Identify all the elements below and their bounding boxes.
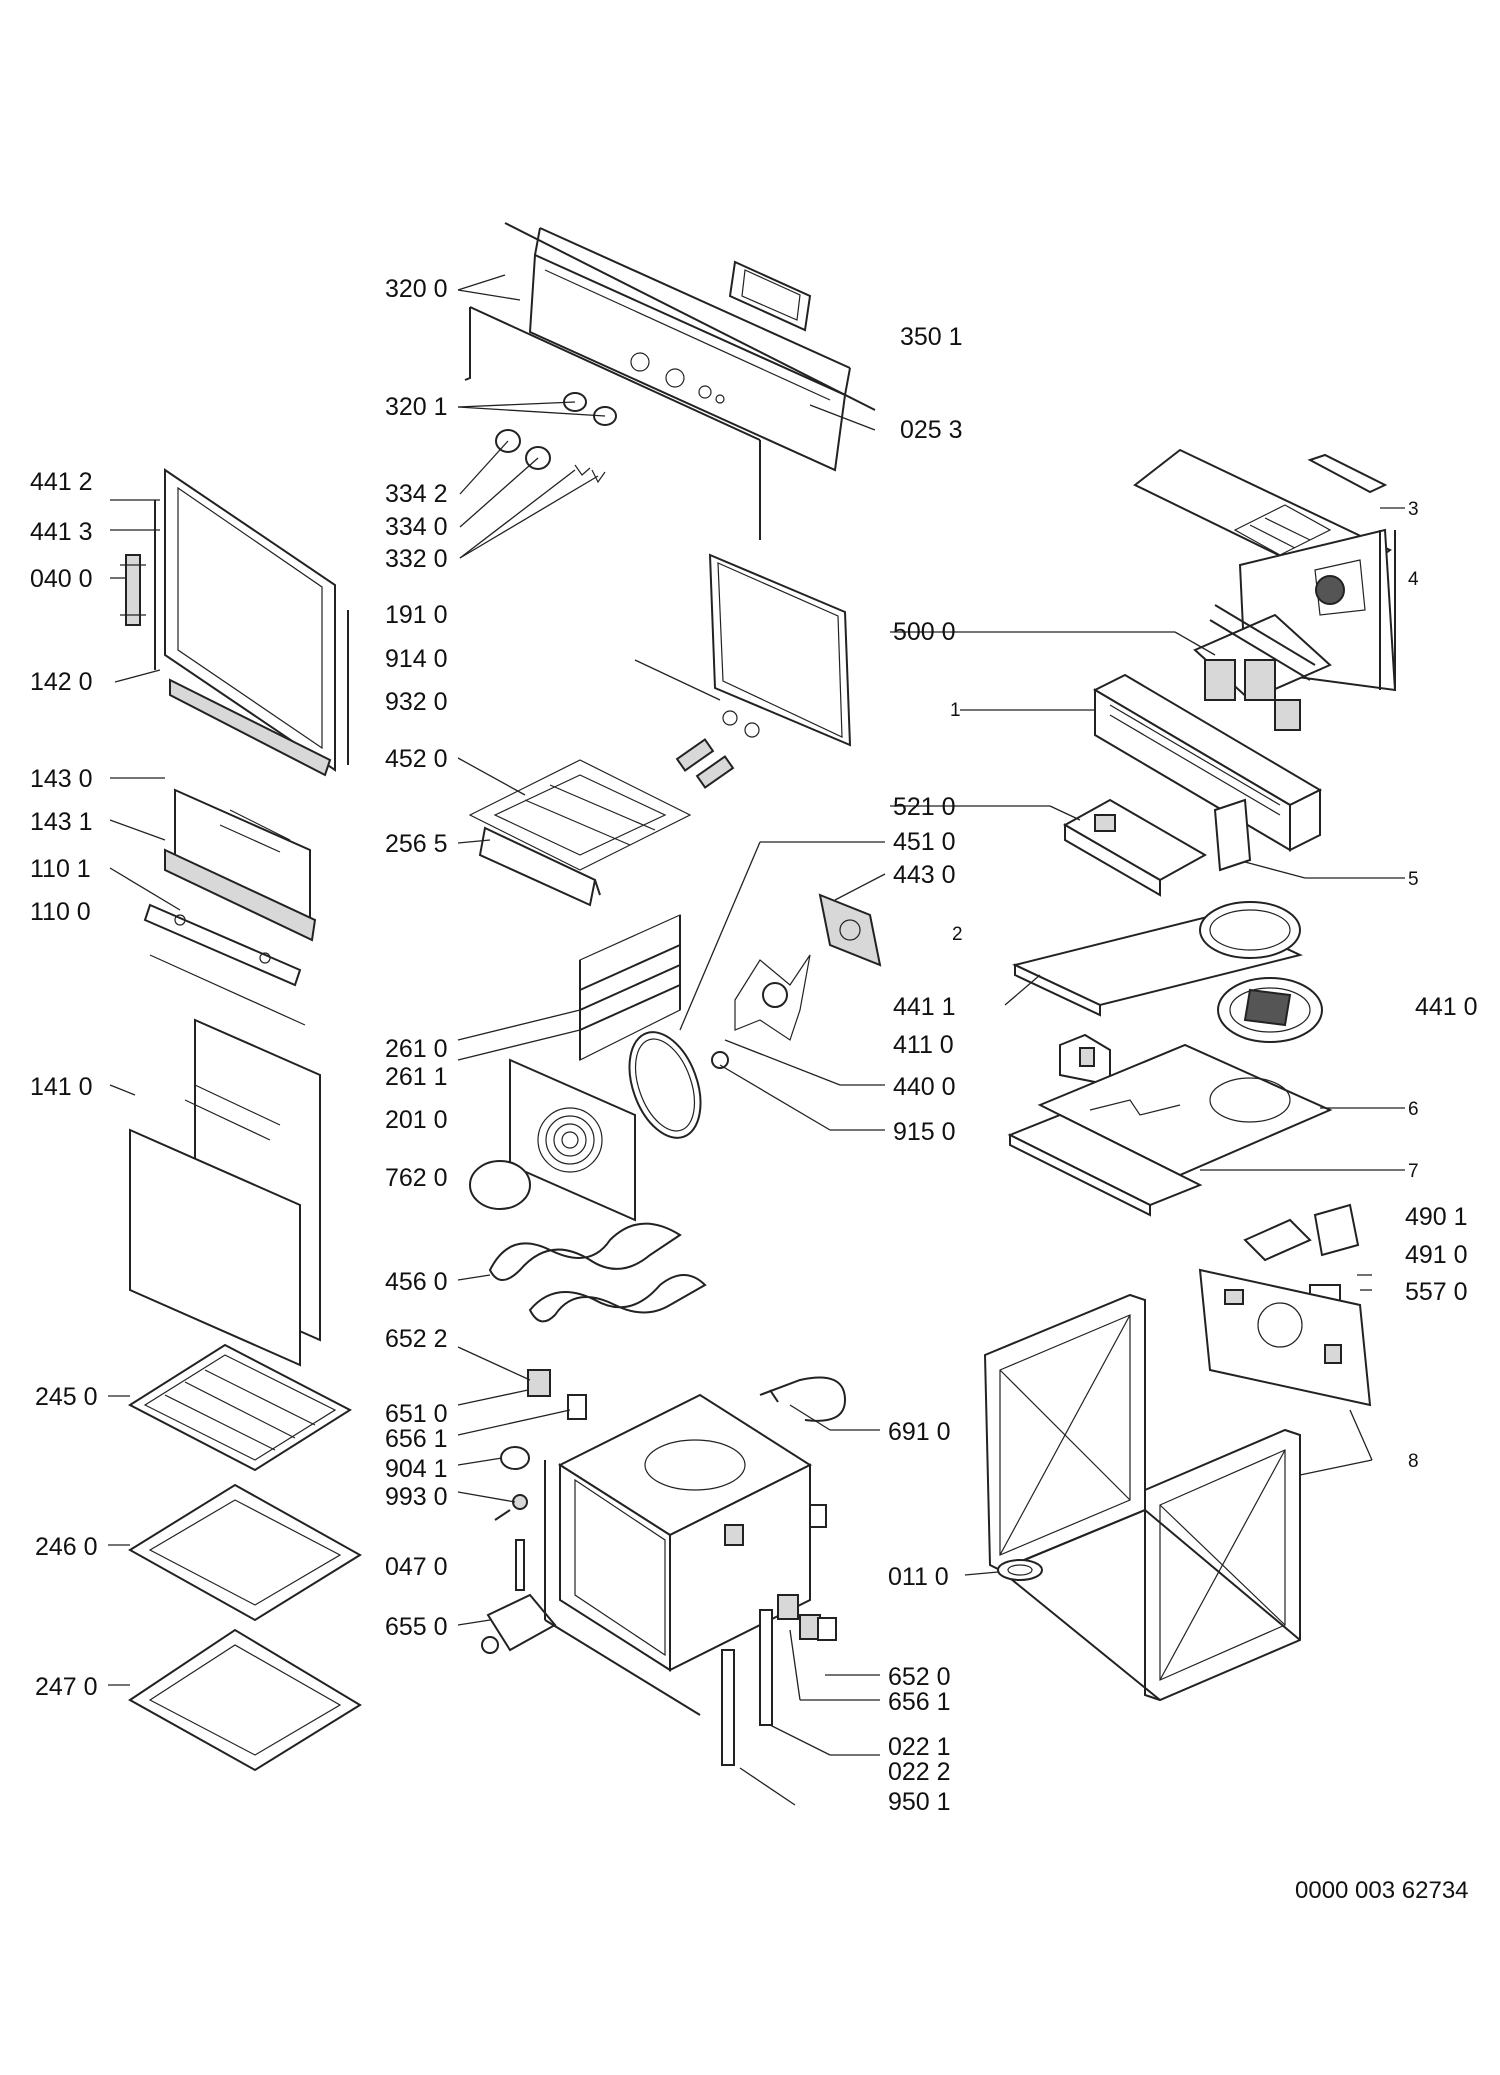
grill-element-part <box>488 1222 707 1323</box>
label-441-3: 441 3 <box>30 518 93 546</box>
electronic-module-part <box>1193 604 1332 731</box>
label-320-1: 320 1 <box>385 393 448 421</box>
door-frame-part <box>154 468 349 777</box>
label-656-1-b: 656 1 <box>888 1688 951 1716</box>
label-950-1: 950 1 <box>888 1788 951 1816</box>
terminal-block-part <box>1198 1203 1372 1407</box>
door-gasket-part <box>708 553 852 747</box>
label-914-0: 914 0 <box>385 645 448 673</box>
baking-tray-part <box>128 1483 362 1622</box>
label-350-1: 350 1 <box>900 323 963 351</box>
label-201-0: 201 0 <box>385 1106 448 1134</box>
label-256-5: 256 5 <box>385 830 448 858</box>
label-652-0: 652 0 <box>888 1663 951 1691</box>
label-691-0: 691 0 <box>888 1418 951 1446</box>
label-011-0: 011 0 <box>888 1563 949 1591</box>
label-261-0: 261 0 <box>385 1035 448 1063</box>
wire-shelf-part <box>127 1343 353 1472</box>
knob-parts <box>495 392 617 484</box>
oven-cavity-part <box>544 1393 827 1716</box>
fan-gasket-part <box>469 1160 531 1210</box>
label-915-0: 915 0 <box>893 1118 956 1146</box>
label-247-0: 247 0 <box>35 1673 98 1701</box>
label-332-0: 332 0 <box>385 545 448 573</box>
label-320-0: 320 0 <box>385 275 448 303</box>
door-handle-part <box>120 554 146 626</box>
door-trim-part <box>143 903 306 1026</box>
label-141-0: 141 0 <box>30 1073 93 1101</box>
label-993-0: 993 0 <box>385 1483 448 1511</box>
label-456-0: 456 0 <box>385 1268 448 1296</box>
small-fixing-parts <box>481 1369 587 1654</box>
side-rail-part <box>721 1594 837 1766</box>
fan-motor-part <box>711 893 882 1069</box>
label-245-0: 245 0 <box>35 1383 98 1411</box>
shelf-rail-part <box>579 914 681 1061</box>
label-521-0: 521 0 <box>893 793 956 821</box>
oven-lamp-part <box>759 1376 847 1422</box>
panel-trim-part <box>504 222 876 411</box>
label-655-0: 655 0 <box>385 1613 448 1641</box>
label-904-1: 904 1 <box>385 1455 448 1483</box>
label-440-0: 440 0 <box>893 1073 956 1101</box>
label-261-1: 261 1 <box>385 1063 448 1091</box>
label-652-2: 652 2 <box>385 1325 448 1353</box>
door-glass-part <box>129 1018 321 1367</box>
label-040-0: 040 0 <box>30 565 93 593</box>
drip-tray-part <box>128 1628 362 1772</box>
label-441-0: 441 0 <box>1415 993 1478 1021</box>
label-3: 3 <box>1408 499 1419 520</box>
label-443-0: 443 0 <box>893 861 956 889</box>
label-142-0: 142 0 <box>30 668 93 696</box>
label-491-0: 491 0 <box>1405 1241 1468 1269</box>
label-500-0: 500 0 <box>893 618 956 646</box>
oven-frame-part <box>983 1293 1301 1702</box>
label-651-0: 651 0 <box>385 1400 448 1428</box>
part-labels: 320 0 350 1 320 1 025 3 441 2 441 3 040 … <box>30 275 1478 1904</box>
label-441-2: 441 2 <box>30 468 93 496</box>
fan-cover-part <box>509 1058 636 1222</box>
label-143-1: 143 1 <box>30 808 93 836</box>
label-557-0: 557 0 <box>1405 1278 1468 1306</box>
circular-element-part <box>628 1031 702 1139</box>
bottom-plate-part <box>1007 1113 1203 1217</box>
label-932-0: 932 0 <box>385 688 448 716</box>
label-4: 4 <box>1408 569 1419 590</box>
shelf-support-part <box>468 759 692 907</box>
label-022-2: 022 2 <box>888 1758 951 1786</box>
foot-part <box>997 1559 1043 1581</box>
label-452-0: 452 0 <box>385 745 448 773</box>
mounting-bracket-part <box>1062 798 1252 897</box>
label-656-1-a: 656 1 <box>385 1425 448 1453</box>
inner-glass-part <box>164 788 317 942</box>
label-8: 8 <box>1408 1451 1419 1472</box>
label-047-0: 047 0 <box>385 1553 448 1581</box>
label-762-0: 762 0 <box>385 1164 448 1192</box>
label-490-1: 490 1 <box>1405 1203 1468 1231</box>
label-191-0: 191 0 <box>385 601 448 629</box>
hinge-spring-parts <box>634 659 760 789</box>
label-334-2: 334 2 <box>385 480 448 508</box>
label-110-1: 110 1 <box>30 855 91 883</box>
label-246-0: 246 0 <box>35 1533 98 1561</box>
label-441-1: 441 1 <box>893 993 956 1021</box>
leader-lines <box>108 274 1405 1806</box>
label-110-0: 110 0 <box>30 898 91 926</box>
label-451-0: 451 0 <box>893 828 956 856</box>
label-1: 1 <box>950 700 961 721</box>
top-cover-part <box>1133 448 1397 692</box>
document-number: 0000 003 62734 <box>1295 1877 1469 1904</box>
label-6: 6 <box>1408 1099 1419 1120</box>
label-334-0: 334 0 <box>385 513 448 541</box>
control-panel-part <box>464 227 851 540</box>
label-2: 2 <box>952 924 963 945</box>
label-025-3: 025 3 <box>900 416 963 444</box>
label-022-1: 022 1 <box>888 1733 951 1761</box>
label-7: 7 <box>1408 1161 1419 1182</box>
label-143-0: 143 0 <box>30 765 93 793</box>
label-411-0: 411 0 <box>893 1031 954 1059</box>
label-5: 5 <box>1408 869 1419 890</box>
